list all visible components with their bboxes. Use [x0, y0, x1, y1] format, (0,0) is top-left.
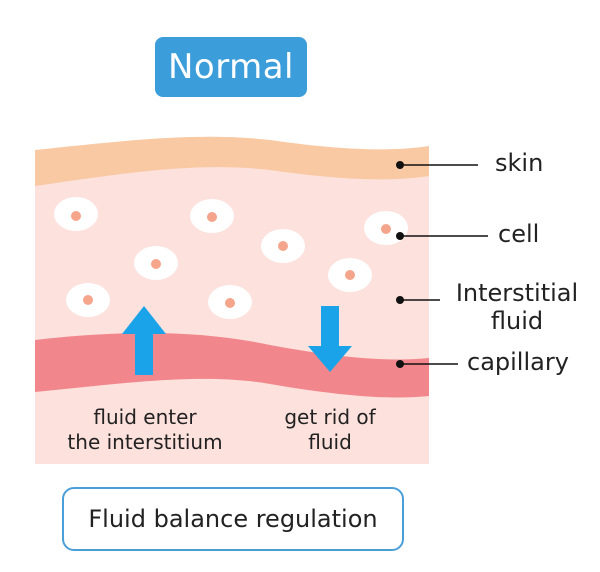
skin-pointer [396, 161, 478, 169]
caption-get-rid-of-fluid: get rid of fluid [250, 405, 410, 455]
skin-layer [35, 136, 429, 186]
label-cell: cell [498, 220, 540, 248]
label-capillary: capillary [467, 348, 569, 376]
label-interstitial-line1: Interstitial [455, 279, 579, 307]
cell [66, 283, 110, 317]
cell [261, 229, 305, 263]
cell [134, 246, 178, 280]
capillary-pointer [396, 360, 458, 368]
label-interstitial-fluid: Interstitial fluid [452, 279, 582, 335]
caption-rid-line1: get rid of [284, 405, 376, 429]
cell-pointer [396, 232, 488, 240]
cell [364, 211, 408, 245]
caption-fluid-enter: fluid enter the interstitium [46, 405, 244, 455]
label-interstitial-line2: fluid [490, 306, 544, 335]
cell [190, 199, 234, 233]
title-badge: Normal [155, 37, 307, 97]
label-skin: skin [495, 149, 544, 177]
footer-caption: Fluid balance regulation [62, 487, 404, 551]
caption-enter-line2: the interstitium [67, 430, 223, 454]
cell [328, 258, 372, 292]
arrow-up-icon [122, 306, 166, 375]
capillary-band [35, 333, 429, 398]
caption-rid-line2: fluid [308, 430, 352, 454]
cell [54, 197, 98, 231]
cell [208, 285, 252, 319]
caption-enter-line1: fluid enter [93, 405, 197, 429]
interstitial-pointer [396, 296, 440, 304]
arrow-down-icon [308, 306, 352, 372]
